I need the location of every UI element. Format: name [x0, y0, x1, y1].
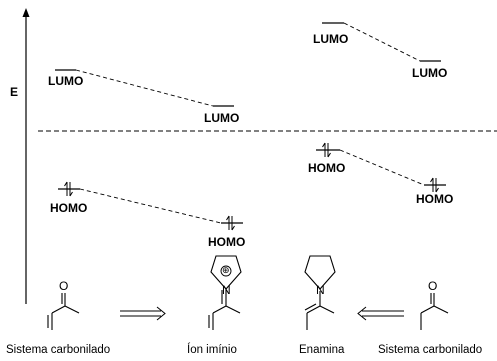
caption-iminium: Íon imínio [187, 344, 237, 356]
structure-iminium [208, 255, 242, 330]
atom-n-enamine: N [316, 283, 325, 297]
atom-o-left: O [59, 279, 69, 293]
lumo-connectors [75, 22, 421, 107]
homo-label-carbonyl: HOMO [50, 201, 88, 215]
atom-n-iminium: N [222, 283, 231, 297]
electron-pair-homo-iminium [226, 215, 235, 231]
energy-axis [22, 8, 30, 304]
homo-levels [58, 149, 446, 224]
electron-pair-homo-carbonyl [64, 181, 73, 197]
structure-carbonyl-right [420, 293, 449, 330]
homo-label-carbonyl-right: HOMO [416, 192, 454, 206]
caption-enamine: Enamina [299, 344, 345, 356]
structure-enamine [304, 255, 336, 330]
energy-axis-label: E [10, 85, 19, 99]
electron-pair-homo-enamine [322, 142, 331, 158]
homo-connectors [79, 149, 425, 224]
electron-pairs [64, 142, 439, 231]
lumo-label-iminium: LUMO [204, 111, 240, 125]
lumo-label-enamine: LUMO [412, 66, 448, 80]
caption-carbonyl-left: Sistema carbonilado [6, 344, 111, 356]
lumo-label-carbonyl: LUMO [48, 74, 84, 88]
transform-arrow-left [120, 306, 166, 321]
homo-label-iminium: HOMO [208, 235, 246, 249]
iminium-charge-symbol: ⊕ [222, 265, 230, 275]
lumo-label-carbonyl-right: LUMO [313, 32, 349, 46]
structure-carbonyl-left [47, 293, 80, 330]
atom-o-right: O [428, 279, 438, 293]
homo-label-enamine: HOMO [308, 161, 346, 175]
caption-carbonyl-right: Sistema carbonilado [378, 344, 483, 356]
transform-arrow-right [357, 306, 404, 321]
electron-pair-homo-carbonyl-right [430, 177, 439, 193]
lumo-levels [55, 22, 441, 107]
